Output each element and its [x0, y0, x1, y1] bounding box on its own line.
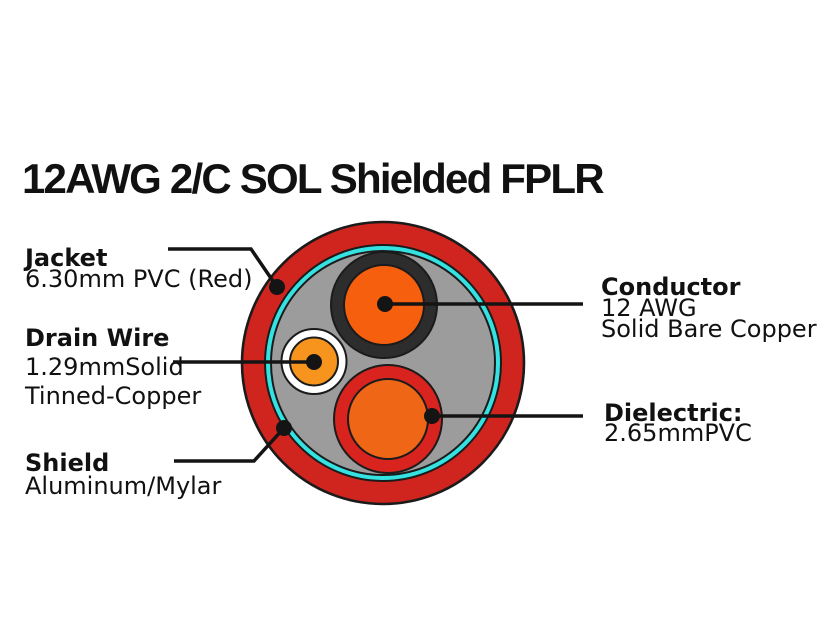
- label-jacket-head: Jacket: [25, 244, 108, 272]
- conductor-leader-dot: [377, 296, 393, 312]
- jacket-leader-dot: [269, 279, 285, 295]
- label-conductor-spec-1: 12 AWG: [601, 294, 697, 322]
- label-drain-wire-spec-1: 1.29mmSolid: [25, 353, 184, 381]
- dielectric-core: [347, 378, 429, 460]
- label-conductor-head: Conductor: [601, 273, 741, 301]
- label-dielectric: Dielectric: 2.65mmPVC: [604, 399, 752, 447]
- label-shield-spec: Aluminum/Mylar: [25, 472, 222, 500]
- label-drain-wire: Drain Wire 1.29mmSolid Tinned-Copper: [25, 324, 201, 411]
- leader-lines: [168, 247, 583, 463]
- jacket-leader-line: [168, 247, 279, 288]
- label-dielectric-head: Dielectric:: [604, 399, 743, 427]
- shield-leader-dot: [276, 420, 292, 436]
- label-drain-wire-head: Drain Wire: [25, 324, 170, 352]
- label-conductor: Conductor 12 AWG Solid Bare Copper: [601, 273, 817, 343]
- label-conductor-spec-2: Solid Bare Copper: [601, 315, 817, 343]
- page-title: 12AWG 2/C SOL Shielded FPLR: [22, 155, 605, 202]
- label-jacket: Jacket 6.30mm PVC (Red): [25, 244, 253, 293]
- label-shield: Shield Aluminum/Mylar: [25, 449, 222, 500]
- label-drain-wire-spec-2: Tinned-Copper: [25, 382, 202, 410]
- label-jacket-spec: 6.30mm PVC (Red): [25, 265, 253, 293]
- drain-wire-leader-dot: [306, 354, 322, 370]
- dielectric-leader-dot: [424, 408, 440, 424]
- shield-leader-line: [174, 426, 286, 463]
- label-dielectric-spec: 2.65mmPVC: [604, 419, 752, 447]
- label-shield-head: Shield: [25, 449, 110, 477]
